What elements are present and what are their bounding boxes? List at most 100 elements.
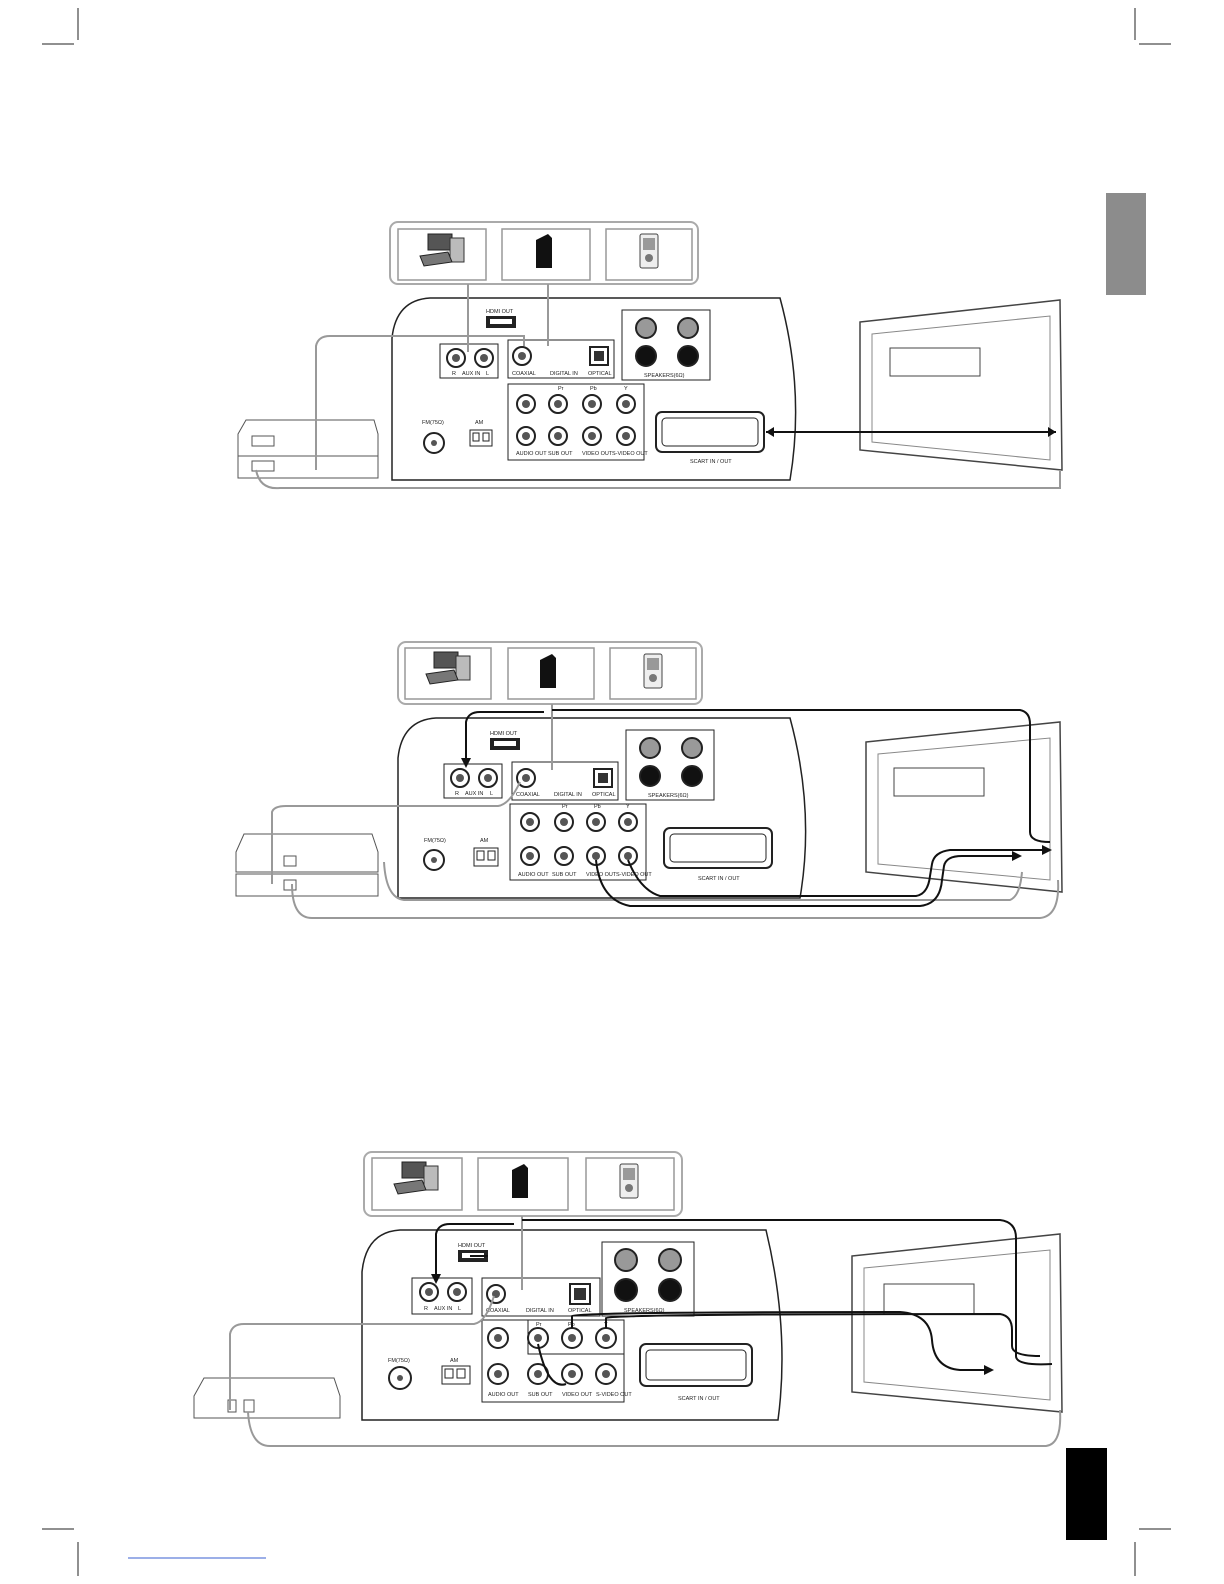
television xyxy=(851,1233,1063,1413)
cables xyxy=(255,284,1061,490)
svg-text:SUB OUT: SUB OUT xyxy=(552,872,577,878)
svg-text:R: R xyxy=(452,371,456,377)
recorder-device xyxy=(237,419,379,479)
set-top-box-icon xyxy=(536,234,552,268)
output-jacks: Pr Pb Y AUDIO OUT SUB OUT VIDEO OUT S-VI… xyxy=(481,1319,632,1403)
digital-in-ports: COAXIAL DIGITAL IN OPTICAL xyxy=(507,339,615,379)
portable-player-icon xyxy=(643,653,663,689)
svg-text:OPTICAL: OPTICAL xyxy=(592,792,616,798)
aux-in-ports: R AUX IN L xyxy=(411,1277,473,1315)
aux-in-ports: R AUX IN L xyxy=(443,763,503,799)
svg-text:VIDEO OUT: VIDEO OUT xyxy=(586,872,617,878)
output-jacks: Pr Pb Y AUDIO OUT SUB OUT VIDEO OUT S-VI… xyxy=(509,803,652,881)
cables xyxy=(271,704,1060,919)
fm-antenna-port: FM(75Ω) xyxy=(422,420,445,454)
svg-text:SCART IN / OUT: SCART IN / OUT xyxy=(690,459,732,465)
svg-text:COAXIAL: COAXIAL xyxy=(486,1308,510,1314)
svg-text:AUDIO OUT: AUDIO OUT xyxy=(518,872,549,878)
computer-icon xyxy=(393,1161,439,1195)
svg-text:DIGITAL IN: DIGITAL IN xyxy=(526,1308,554,1314)
computer-icon xyxy=(419,233,465,267)
scart-port: SCART IN / OUT xyxy=(639,1343,753,1402)
svg-text:Pb: Pb xyxy=(590,386,597,392)
svg-text:AUX IN: AUX IN xyxy=(462,371,480,377)
svg-text:HDMI OUT: HDMI OUT xyxy=(458,1243,486,1249)
hdmi-out-port: HDMI OUT xyxy=(458,1243,488,1262)
speaker-terminals: SPEAKERS(6Ω) xyxy=(625,729,715,801)
speaker-terminals: SPEAKERS(6Ω) xyxy=(621,309,711,381)
svg-text:COAXIAL: COAXIAL xyxy=(516,792,540,798)
svg-text:FM(75Ω): FM(75Ω) xyxy=(422,420,444,426)
digital-in-ports: COAXIAL DIGITAL IN OPTICAL xyxy=(511,761,619,801)
portable-player-icon xyxy=(619,1163,639,1199)
set-top-box-icon xyxy=(540,654,556,688)
am-antenna-terminal: AM xyxy=(469,420,493,447)
svg-text:AM: AM xyxy=(475,420,484,426)
set-top-box-icon xyxy=(512,1164,528,1198)
svg-text:AM: AM xyxy=(480,838,489,844)
hdmi-out-port: HDMI OUT xyxy=(490,731,520,750)
svg-text:SCART IN / OUT: SCART IN / OUT xyxy=(678,1396,720,1402)
language-tab xyxy=(1106,193,1146,295)
svg-text:AUX IN: AUX IN xyxy=(434,1306,452,1312)
fm-antenna-port: FM(75Ω) xyxy=(423,838,446,871)
hdmi-out-port: HDMI OUT xyxy=(486,309,516,328)
svg-text:SPEAKERS(6Ω): SPEAKERS(6Ω) xyxy=(644,373,685,379)
svg-text:S-VIDEO OUT: S-VIDEO OUT xyxy=(612,451,648,457)
svg-text:FM(75Ω): FM(75Ω) xyxy=(388,1358,410,1364)
svg-text:L: L xyxy=(458,1306,461,1312)
svg-text:R: R xyxy=(424,1306,428,1312)
svg-text:SCART IN / OUT: SCART IN / OUT xyxy=(698,876,740,882)
svg-text:OPTICAL: OPTICAL xyxy=(588,371,612,377)
digital-in-ports: COAXIAL DIGITAL IN OPTICAL xyxy=(481,1277,601,1317)
am-antenna-terminal: AM xyxy=(441,1358,471,1385)
svg-text:HDMI OUT: HDMI OUT xyxy=(490,731,518,737)
aux-in-ports: R AUX IN L xyxy=(439,343,499,379)
svg-text:R: R xyxy=(455,791,459,797)
svg-text:SPEAKERS(6Ω): SPEAKERS(6Ω) xyxy=(648,793,689,799)
svg-text:FM(75Ω): FM(75Ω) xyxy=(424,838,446,844)
svg-text:L: L xyxy=(486,371,489,377)
source-devices-group xyxy=(363,1151,683,1217)
svg-text:AM: AM xyxy=(450,1358,459,1364)
svg-text:S-VIDEO OUT: S-VIDEO OUT xyxy=(616,872,652,878)
svg-text:DIGITAL IN: DIGITAL IN xyxy=(550,371,578,377)
svg-text:SUB OUT: SUB OUT xyxy=(548,451,573,457)
source-devices-group xyxy=(389,221,699,285)
computer-icon xyxy=(425,651,471,685)
svg-text:SPEAKERS(6Ω): SPEAKERS(6Ω) xyxy=(624,1308,665,1314)
source-devices-group xyxy=(397,641,703,705)
svg-text:OPTICAL: OPTICAL xyxy=(568,1308,592,1314)
svg-text:COAXIAL: COAXIAL xyxy=(512,371,536,377)
svg-text:SUB OUT: SUB OUT xyxy=(528,1392,553,1398)
svg-text:AUDIO OUT: AUDIO OUT xyxy=(488,1392,519,1398)
svg-text:HDMI OUT: HDMI OUT xyxy=(486,309,514,315)
svg-text:Y: Y xyxy=(624,386,628,392)
svg-text:Pr: Pr xyxy=(558,386,564,392)
television xyxy=(859,299,1063,471)
portable-player-icon xyxy=(639,233,659,269)
svg-text:L: L xyxy=(490,791,493,797)
svg-text:Pb: Pb xyxy=(594,804,601,810)
svg-text:Y: Y xyxy=(626,804,630,810)
output-jacks: Pr Pb Y AUDIO OUT SUB OUT VIDEO OUT S-VI… xyxy=(507,383,648,461)
svg-text:VIDEO OUT: VIDEO OUT xyxy=(582,451,613,457)
svg-text:VIDEO OUT: VIDEO OUT xyxy=(562,1392,593,1398)
recorder-device xyxy=(193,1377,341,1419)
speaker-terminals: SPEAKERS(6Ω) xyxy=(601,1241,695,1317)
svg-text:Pr: Pr xyxy=(562,804,568,810)
svg-text:AUDIO OUT: AUDIO OUT xyxy=(516,451,547,457)
svg-text:Pr: Pr xyxy=(536,1322,542,1328)
cables xyxy=(229,1216,1062,1447)
svg-text:S-VIDEO OUT: S-VIDEO OUT xyxy=(596,1392,632,1398)
scart-port: SCART IN / OUT xyxy=(663,827,773,882)
scart-port: SCART IN / OUT xyxy=(655,411,765,465)
svg-text:DIGITAL IN: DIGITAL IN xyxy=(554,792,582,798)
fm-antenna-port: FM(75Ω) xyxy=(388,1358,412,1390)
svg-text:AUX IN: AUX IN xyxy=(465,791,483,797)
page-tab xyxy=(1066,1448,1107,1540)
